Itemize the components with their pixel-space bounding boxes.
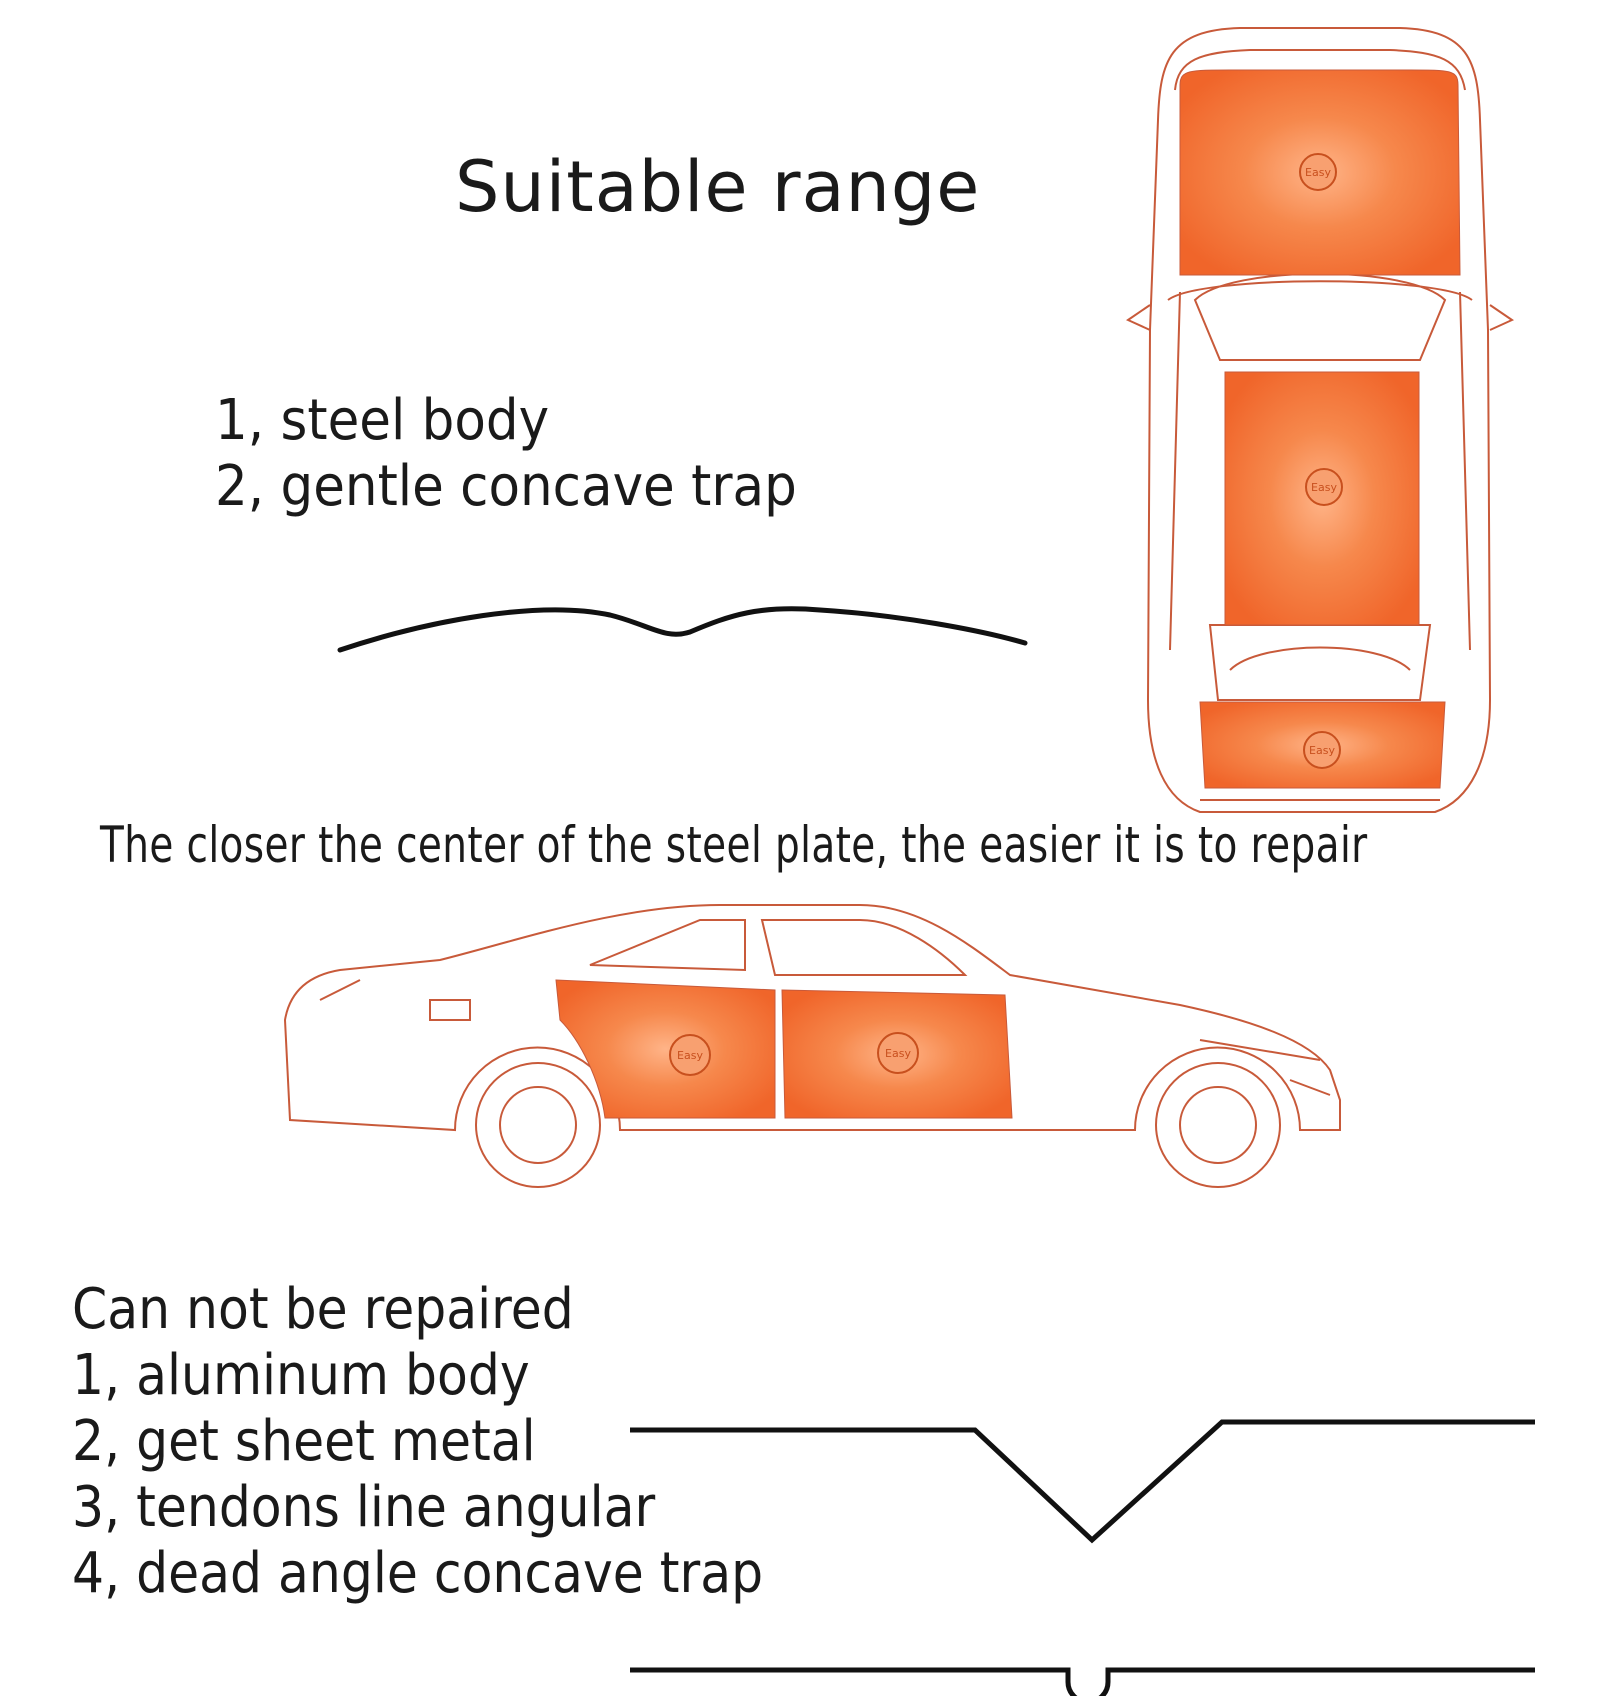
svg-text:Easy: Easy	[885, 1047, 911, 1060]
svg-text:Easy: Easy	[677, 1049, 703, 1062]
svg-text:Easy: Easy	[1305, 166, 1331, 179]
unsuitable-item-1: 1, aluminum body	[72, 1343, 530, 1408]
easy-badge-hood: Easy	[1299, 153, 1337, 191]
unsuitable-item-4: 4, dead angle concave trap	[72, 1541, 764, 1606]
suitable-item-1: 1, steel body	[215, 388, 550, 453]
page-title: Suitable range	[455, 146, 981, 228]
angular-dent-line	[630, 1419, 1535, 1544]
easy-badge-trunk: Easy	[1303, 731, 1341, 769]
unsuitable-item-3: 3, tendons line angular	[72, 1475, 656, 1540]
side-view-panels	[555, 979, 1013, 1119]
easy-badge-front-door: Easy	[877, 1032, 919, 1074]
svg-text:Easy: Easy	[1309, 744, 1335, 757]
svg-text:Easy: Easy	[1311, 481, 1337, 494]
suitable-list: 1, steel body 2, gentle concave trap	[215, 388, 797, 520]
repair-note: The closer the center of the steel plate…	[100, 816, 1368, 874]
suitable-item-2: 2, gentle concave trap	[215, 454, 797, 519]
unsuitable-list: Can not be repaired 1, aluminum body 2, …	[72, 1277, 763, 1607]
gentle-dent-curve	[337, 606, 1028, 653]
unsuitable-item-2: 2, get sheet metal	[72, 1409, 536, 1474]
dead-angle-trap-line	[630, 1667, 1535, 1696]
car-side-view	[283, 904, 1341, 1188]
easy-badge-roof: Easy	[1305, 468, 1343, 506]
unsuitable-heading: Can not be repaired	[72, 1277, 574, 1342]
easy-badge-rear-door: Easy	[669, 1034, 711, 1076]
